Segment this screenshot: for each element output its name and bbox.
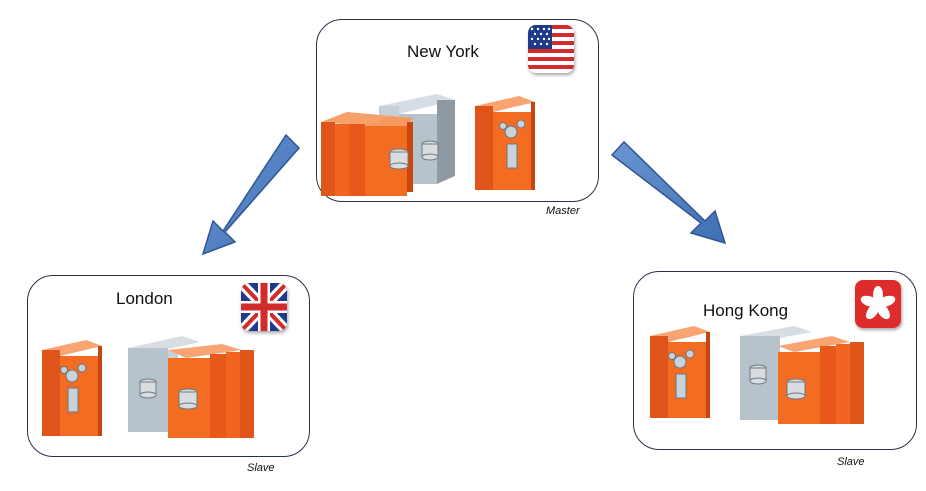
application-server-icon: [42, 340, 102, 436]
site-london: London: [27, 275, 310, 474]
site-name: London: [116, 289, 173, 308]
site-role: Slave: [247, 462, 275, 474]
hong-kong-flag-icon: [855, 280, 901, 328]
site-role: Master: [546, 205, 580, 217]
application-server-icon: [650, 326, 710, 418]
application-server-icon: [475, 96, 535, 190]
site-hong-kong: Hong Kong: [633, 271, 917, 468]
site-role: Slave: [837, 456, 865, 468]
arrow-new-york-to-london: [201, 133, 301, 256]
site-name: New York: [407, 42, 479, 61]
arrow-new-york-to-hong-kong: [610, 140, 727, 245]
database-server-cluster-icon: [128, 336, 254, 438]
site-name: Hong Kong: [703, 301, 789, 320]
uk-flag-icon: [241, 283, 287, 331]
us-flag-icon: [528, 25, 574, 73]
database-server-cluster-icon: [740, 326, 864, 424]
database-server-cluster-icon: [321, 94, 455, 196]
site-new-york: New York: [316, 19, 599, 217]
